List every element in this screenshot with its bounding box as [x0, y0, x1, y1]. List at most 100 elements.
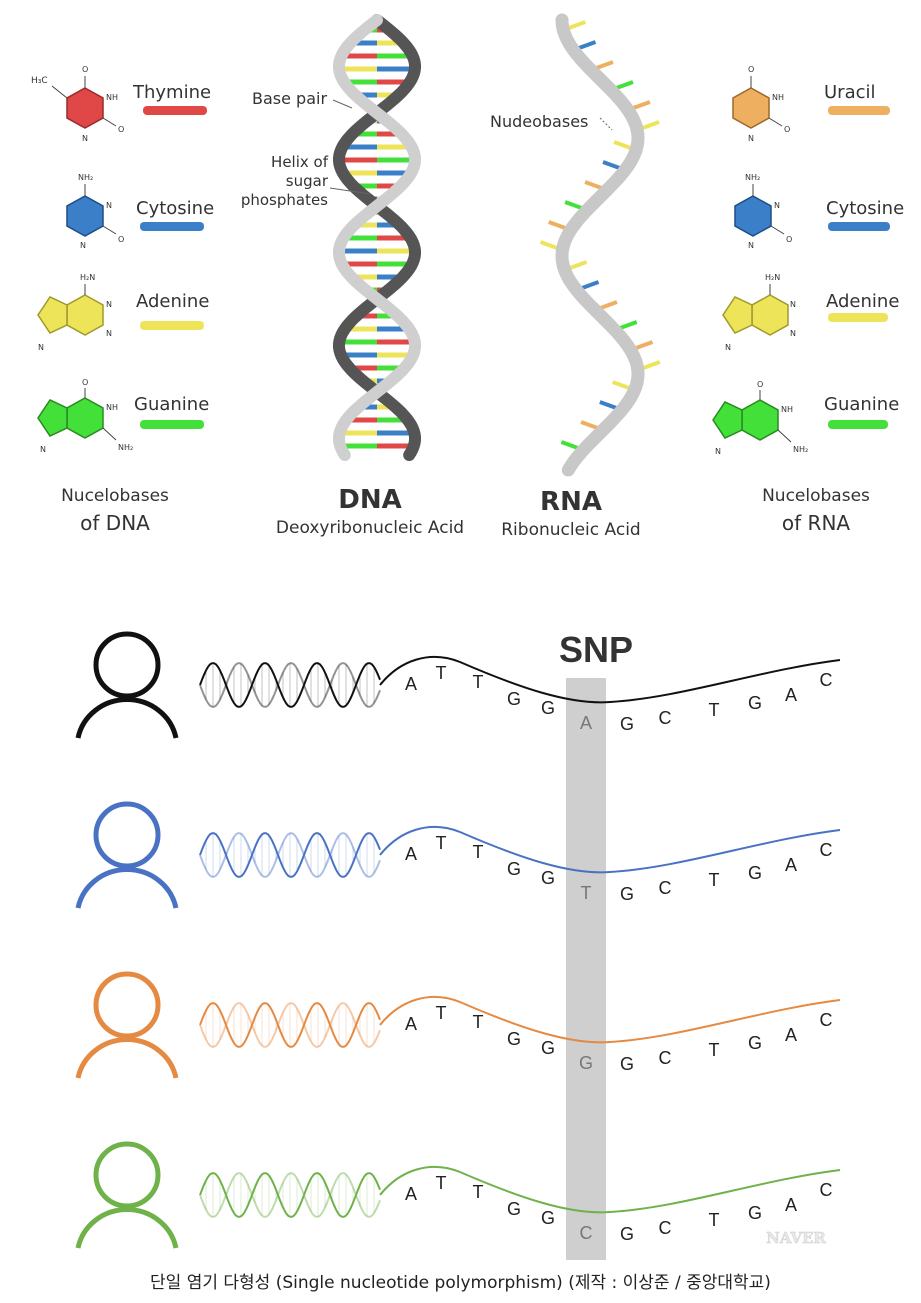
adenine-label: Adenine	[136, 291, 209, 312]
svg-text:O: O	[82, 65, 88, 74]
helix-strand	[199, 1172, 381, 1218]
dna-subtitle: Deoxyribonucleic Acid	[276, 518, 464, 538]
svg-text:N: N	[106, 300, 112, 309]
rna-guanine-label: Guanine	[824, 394, 899, 415]
rna-adenine-label: Adenine	[826, 291, 899, 312]
sequence-letter: T	[709, 700, 720, 720]
cytosine-molecule-icon: NH₂ N N O	[66, 173, 124, 250]
sequence-letter: T	[709, 1040, 720, 1060]
person-head-icon	[93, 801, 161, 869]
sequence-letter: T	[473, 1012, 484, 1032]
sequence-letter: T	[436, 833, 447, 853]
rna-cytosine-swatch	[828, 222, 890, 231]
sequence-letter: G	[748, 1203, 762, 1223]
person-body-icon	[75, 697, 179, 739]
svg-text:O: O	[757, 380, 763, 389]
sequence-letter: A	[405, 674, 417, 694]
svg-text:NH₂: NH₂	[793, 445, 808, 454]
sequence-letter: A	[785, 1025, 797, 1045]
sequence-letter: A	[405, 844, 417, 864]
sequence-letter: C	[820, 1010, 833, 1030]
svg-text:N: N	[725, 343, 731, 352]
sequence-letter: C	[659, 1048, 672, 1068]
sequence-letter: G	[541, 1208, 555, 1228]
sequence-letter: G	[541, 1038, 555, 1058]
svg-text:NH₂: NH₂	[118, 443, 133, 452]
person-head-icon	[93, 1141, 161, 1209]
uracil-molecule-icon: O NH N O	[732, 65, 790, 143]
naver-watermark: NAVER	[766, 1229, 826, 1247]
guanine-molecule-icon: O NH NH₂ N	[37, 378, 133, 454]
sequence-letter: G	[507, 1029, 521, 1049]
svg-text:NH₂: NH₂	[78, 173, 93, 182]
svg-text:N: N	[80, 241, 86, 250]
rna-subtitle: Ribonucleic Acid	[501, 520, 640, 540]
svg-text:N: N	[790, 329, 796, 338]
sequence-letter: T	[473, 842, 484, 862]
svg-text:N: N	[106, 201, 112, 210]
svg-text:N: N	[790, 300, 796, 309]
sequence-letter: A	[405, 1184, 417, 1204]
dna-bases-panel: H₃C O NH N O Thymine NH₂ N N O Cytosine …	[31, 65, 214, 535]
sequence-letter: A	[785, 685, 797, 705]
sequence-letter: T	[436, 1003, 447, 1023]
person-head-icon	[93, 631, 161, 699]
svg-text:H₂N: H₂N	[765, 273, 780, 282]
sequence-letter: G	[620, 714, 634, 734]
svg-text:N: N	[715, 447, 721, 456]
base-pair-pointer	[332, 99, 353, 109]
thymine-molecule-icon: H₃C O NH N O	[31, 65, 124, 143]
sequence-letter: C	[659, 878, 672, 898]
figure-caption: 단일 염기 다형성 (Single nucleotide polymorphis…	[150, 1273, 771, 1293]
single-strand	[379, 655, 841, 704]
uracil-label: Uracil	[824, 82, 876, 103]
svg-text:O: O	[786, 235, 792, 244]
snp-variant-letter: A	[580, 713, 592, 733]
helix-strand	[199, 832, 381, 878]
helix-strand	[199, 1172, 381, 1218]
left-caption-line1: Nucelobases	[61, 486, 169, 506]
snp-variant-letter: C	[580, 1223, 593, 1243]
dna-helix: DNA Deoxyribonucleic Acid Base pair Heli…	[241, 14, 464, 538]
helix-annotation-line3: phosphates	[241, 191, 328, 209]
svg-text:O: O	[118, 125, 124, 134]
rna-bases-panel: O NH N O Uracil NH₂ N N O Cytosine H₂N N…	[712, 65, 904, 535]
sequence-letter: G	[541, 868, 555, 888]
svg-text:NH: NH	[781, 405, 793, 414]
svg-text:N: N	[774, 201, 780, 210]
svg-text:NH: NH	[106, 93, 118, 102]
cytosine-swatch	[140, 222, 204, 231]
rna-strand: RNA Ribonucleic Acid Nudeobases	[490, 13, 661, 540]
sequence-letter: G	[507, 689, 521, 709]
sequence-letter: T	[436, 1173, 447, 1193]
left-caption-line2: of DNA	[80, 511, 150, 535]
single-strand	[379, 825, 841, 874]
sequence-letter: G	[748, 1033, 762, 1053]
sequence-letter: C	[820, 840, 833, 860]
sequence-letter: A	[405, 1014, 417, 1034]
dna-title: DNA	[338, 485, 401, 515]
sequence-letter: C	[659, 1218, 672, 1238]
thymine-swatch	[143, 106, 207, 115]
single-strand	[379, 1165, 841, 1214]
rna-adenine-molecule-icon: H₂N N N N	[722, 273, 796, 352]
person-head-icon	[93, 971, 161, 1039]
sequence-letter: T	[709, 870, 720, 890]
base-pair-annotation: Base pair	[252, 89, 327, 108]
svg-text:H₂N: H₂N	[80, 273, 95, 282]
sequence-letter: C	[659, 708, 672, 728]
dna-strand-back	[333, 14, 421, 461]
svg-text:O: O	[118, 235, 124, 244]
helix-annotation-line1: Helix of	[271, 153, 329, 171]
svg-text:NH₂: NH₂	[745, 173, 760, 182]
sequence-letter: G	[620, 1224, 634, 1244]
single-strand	[379, 995, 841, 1044]
sequence-letter: G	[507, 859, 521, 879]
helix-strand	[199, 662, 381, 708]
guanine-label: Guanine	[134, 394, 209, 415]
snp-variant-letter: T	[581, 883, 592, 903]
